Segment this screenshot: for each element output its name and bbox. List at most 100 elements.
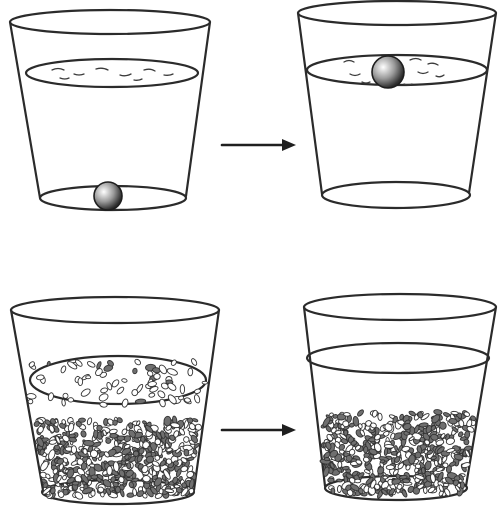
grain	[167, 393, 178, 405]
grain	[98, 392, 109, 402]
grain	[121, 398, 129, 408]
grain	[78, 378, 83, 386]
grain	[194, 394, 201, 404]
grain	[188, 368, 193, 376]
grain	[117, 436, 125, 441]
grain	[87, 417, 93, 425]
grain	[328, 478, 335, 483]
grain	[80, 430, 87, 438]
grain	[337, 485, 341, 492]
grain	[342, 466, 349, 470]
grain	[91, 475, 98, 479]
settled-grains	[320, 409, 477, 499]
grain	[344, 430, 348, 436]
ball	[372, 56, 404, 88]
grain	[324, 457, 329, 460]
grain	[60, 365, 67, 373]
grain	[71, 446, 76, 454]
grain	[26, 393, 36, 399]
glass-right-wall	[469, 13, 496, 193]
grain	[402, 479, 410, 484]
grain	[384, 448, 388, 456]
grain	[28, 399, 34, 405]
grain	[184, 449, 189, 456]
glass-right-wall	[466, 307, 496, 486]
grain	[120, 489, 125, 497]
settled-grains	[33, 416, 203, 501]
grain	[383, 476, 388, 479]
grain	[132, 368, 137, 374]
grain	[48, 392, 55, 401]
grain	[61, 399, 65, 406]
glass-rim	[10, 10, 210, 34]
grain	[356, 409, 364, 417]
glass-bottom-left	[11, 297, 219, 504]
grain	[72, 481, 79, 485]
grain	[423, 487, 427, 493]
grain	[394, 445, 398, 451]
grain	[415, 464, 420, 469]
water-surface	[26, 59, 198, 87]
grain	[436, 427, 440, 434]
grain	[158, 446, 163, 456]
grain	[134, 358, 142, 366]
glass-top-left	[10, 10, 210, 210]
arrow-bottom	[222, 424, 296, 436]
surface-ripple-marks	[52, 68, 173, 80]
grain	[68, 398, 73, 402]
arrow-top	[222, 139, 296, 151]
grain	[192, 418, 198, 423]
arrow-head	[282, 424, 296, 436]
grain	[181, 482, 187, 488]
grain	[62, 475, 67, 481]
grain	[338, 462, 342, 468]
grain	[421, 467, 425, 474]
glass-bottom-right	[304, 294, 496, 500]
grain	[386, 465, 394, 470]
grain	[401, 489, 408, 498]
grain	[116, 386, 125, 395]
grain	[121, 378, 127, 383]
grain	[90, 450, 98, 458]
grain	[460, 482, 464, 489]
grain	[194, 388, 201, 394]
grain	[127, 463, 131, 469]
glass-right-wall	[186, 22, 210, 196]
glass-top-right	[298, 1, 496, 208]
grain	[99, 402, 107, 408]
grain	[110, 476, 116, 483]
glass-base	[322, 182, 470, 208]
grain	[107, 466, 113, 475]
grain	[81, 462, 87, 470]
grain	[158, 364, 168, 375]
grain	[83, 440, 94, 446]
grain	[148, 392, 155, 397]
glass-left-wall	[10, 22, 40, 198]
grain	[449, 418, 458, 424]
grain	[148, 381, 157, 387]
grain	[110, 434, 118, 439]
glass-rim	[11, 297, 219, 323]
grain	[355, 479, 361, 483]
grain	[178, 395, 184, 400]
grain	[80, 387, 92, 397]
grain	[86, 376, 91, 379]
arrow-head	[282, 139, 296, 151]
glass-rim	[298, 1, 496, 25]
ball	[94, 182, 122, 210]
grain	[166, 367, 178, 376]
grain	[412, 487, 420, 495]
grain	[157, 390, 167, 400]
glass-rim	[304, 294, 496, 320]
glass-left-wall	[11, 310, 43, 490]
grain	[165, 480, 169, 485]
grain	[343, 412, 350, 416]
grain	[67, 423, 74, 433]
suspended-grains	[26, 358, 207, 408]
grain	[436, 467, 444, 472]
grain	[202, 381, 207, 384]
grain	[415, 452, 421, 458]
grain	[100, 387, 108, 393]
